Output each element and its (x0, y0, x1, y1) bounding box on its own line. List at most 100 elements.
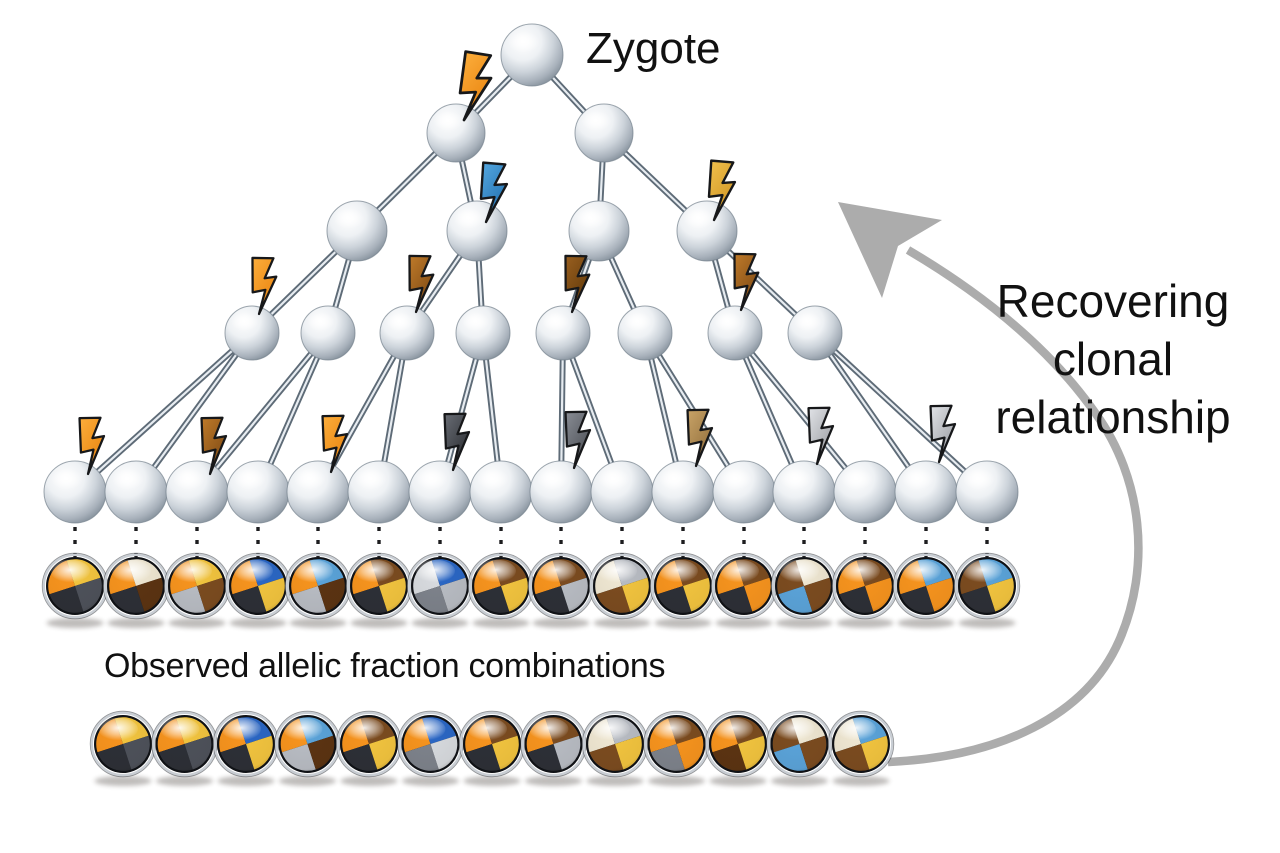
allelic-fraction-ball (41, 552, 109, 628)
sphere-highlight (354, 468, 388, 490)
tree-node (617, 305, 673, 361)
ball-gloss (774, 717, 815, 741)
dotted-connector-dot (802, 540, 806, 544)
ball-gloss (221, 717, 261, 741)
mutation-bolt-icon (443, 412, 471, 472)
ball-gloss (233, 559, 273, 583)
tree-node (286, 460, 350, 524)
tree-node (833, 460, 897, 524)
sphere-highlight (172, 468, 206, 490)
sphere-highlight (461, 312, 491, 331)
mutation-bolt-icon (200, 416, 228, 476)
sphere-highlight (597, 468, 631, 490)
tree-node (347, 460, 411, 524)
sphere-highlight (233, 468, 267, 490)
ball-gloss (719, 559, 759, 583)
recovery-arrow-shaft (887, 246, 1143, 767)
ball-shadow (593, 618, 651, 628)
dotted-connector-dot (924, 540, 928, 544)
recovery-arrow-label-line1: Recovering (996, 275, 1230, 327)
ball-shadow (463, 776, 521, 786)
tree-edge-highlight (813, 331, 928, 494)
allelic-fraction-ball (953, 552, 1021, 628)
ball-gloss (293, 559, 333, 583)
allelic-fraction-ball (274, 710, 341, 786)
dotted-connector-dot (134, 527, 138, 531)
dotted-connector-dot (985, 527, 989, 531)
sphere-highlight (962, 468, 996, 490)
allelic-fraction-ball (520, 710, 587, 786)
ball-metal-ring (528, 553, 594, 619)
ball-gloss (658, 559, 698, 583)
tree-node (455, 305, 511, 361)
ball-shadow (648, 776, 705, 786)
ball-metal-ring (103, 553, 169, 619)
ball-shadow (832, 776, 890, 786)
ball-metal-ring (42, 553, 108, 619)
sphere-highlight (507, 31, 541, 53)
dotted-connector-dot (863, 527, 867, 531)
sphere-highlight (541, 312, 571, 331)
tree-node (226, 460, 290, 524)
ball-metal-ring (285, 553, 351, 619)
dotted-connector-dot (620, 527, 624, 531)
ball-gloss (597, 559, 637, 583)
mutation-bolt-icon (251, 256, 278, 316)
ball-metal-ring (346, 553, 412, 619)
allelic-fraction-ball (710, 552, 778, 628)
recovery-arrow-label: Recovering clonal relationship (968, 272, 1258, 446)
ball-gloss (405, 717, 446, 741)
dotted-connector-dot (377, 527, 381, 531)
tree-node (712, 460, 776, 524)
dotted-connector-dot (316, 540, 320, 544)
sphere-highlight (306, 312, 336, 331)
recovery-arrow (838, 202, 1143, 767)
ball-metal-ring (771, 553, 837, 619)
ball-shadow (958, 618, 1016, 628)
ball-gloss (50, 559, 90, 583)
ball-shadow (168, 618, 226, 628)
dotted-connector-dot (316, 527, 320, 531)
tree-node (676, 200, 738, 262)
sphere-highlight (536, 468, 570, 490)
ball-gloss (713, 717, 753, 741)
allelic-fraction-ball (831, 552, 899, 628)
ball-shadow (107, 618, 165, 628)
allelic-fraction-ball (406, 552, 474, 628)
allelic-fraction-ball (224, 552, 292, 628)
tree-node (300, 305, 356, 361)
ball-shadow (836, 618, 894, 628)
mutation-bolt-icon (321, 414, 349, 474)
allelic-fraction-ball (89, 710, 157, 786)
ball-shadow (709, 776, 767, 786)
ball-shadow (897, 618, 955, 628)
mutation-bolt-icon (479, 161, 509, 224)
dotted-connector-dot (985, 540, 989, 544)
mutation-bolt-icon (686, 408, 714, 468)
allelic-fraction-ball (345, 552, 413, 628)
ball-shadow (715, 618, 773, 628)
ball-gloss (415, 559, 455, 583)
ball-gloss (836, 717, 876, 741)
sphere-highlight (50, 468, 84, 490)
dotted-connector-dot (681, 540, 685, 544)
ball-gloss (901, 559, 941, 583)
observed-row (89, 710, 895, 786)
sphere-highlight (779, 468, 813, 490)
mutation-bolt-icon (78, 416, 106, 476)
ball-shadow (402, 776, 459, 786)
allelic-fraction-ball (102, 552, 170, 628)
ball-metal-ring (893, 553, 959, 619)
ball-gloss (779, 559, 819, 583)
ball-gloss (344, 717, 384, 741)
dotted-connector-dot (256, 540, 260, 544)
dotted-connector-dot (73, 527, 77, 531)
ball-shadow (94, 776, 152, 786)
ball-shadow (525, 776, 582, 786)
ball-shadow (46, 618, 104, 628)
tree-node (707, 305, 763, 361)
allelic-fraction-ball (581, 710, 649, 786)
ball-gloss (354, 559, 394, 583)
sphere-highlight (623, 312, 653, 331)
